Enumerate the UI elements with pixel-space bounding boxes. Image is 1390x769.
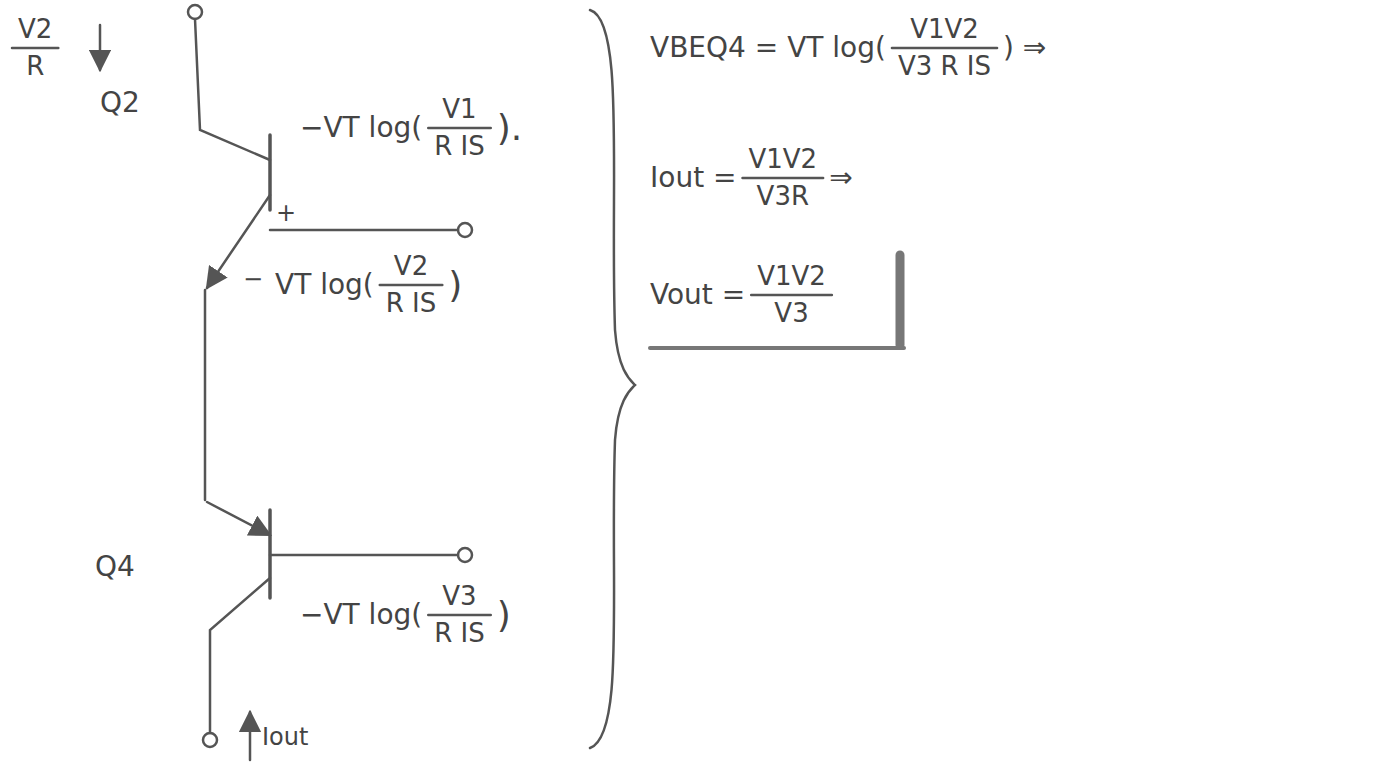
fraction-bar	[12, 47, 58, 50]
fraction-numerator: V2	[394, 252, 428, 281]
fraction-denominator: V3 R IS	[898, 52, 991, 81]
fraction-denominator: R IS	[386, 289, 437, 318]
emitter-arrow	[207, 502, 270, 535]
expr-text: ⇒	[829, 163, 852, 194]
fraction-denominator: R	[26, 52, 44, 81]
terminal	[203, 733, 217, 747]
fraction-numerator: V1V2	[757, 262, 826, 291]
brace	[590, 10, 635, 748]
polarity-sign: −	[243, 266, 263, 292]
fraction-bar	[892, 47, 997, 50]
expr-text: ).	[497, 108, 523, 148]
fraction-bar	[751, 294, 832, 297]
transistor-label: Q2	[100, 88, 140, 119]
base-lead	[270, 229, 458, 232]
fraction-bar	[380, 284, 443, 287]
expr-text: −VT log(	[300, 600, 422, 631]
fraction-numerator: V1	[442, 95, 476, 124]
terminal	[188, 5, 202, 19]
expr-text: Iout =	[650, 163, 736, 194]
collector-wire	[210, 578, 270, 733]
expr-text: VBEQ4 = VT log(	[650, 33, 886, 64]
result-mark	[650, 346, 904, 350]
expr-text: ) ⇒	[1003, 33, 1046, 64]
fraction-denominator: R IS	[434, 132, 485, 161]
transistor-label: Q4	[95, 552, 135, 583]
result-mark	[896, 255, 905, 345]
wire	[204, 290, 207, 500]
expr-text: Vout =	[650, 280, 745, 311]
terminal	[458, 223, 472, 237]
expr-text: VT log(	[275, 270, 374, 301]
expr-text: )	[497, 595, 511, 635]
expr-text: −VT log(	[300, 113, 422, 144]
fraction-denominator: V3R	[757, 182, 809, 211]
fraction-denominator: R IS	[434, 619, 485, 648]
current-arrow	[249, 712, 252, 760]
fraction-numerator: V1V2	[748, 145, 817, 174]
polarity-sign: +	[276, 200, 296, 226]
base-lead	[270, 554, 458, 557]
terminal	[458, 548, 472, 562]
fraction-bar	[742, 177, 823, 180]
current-arrow	[99, 25, 102, 70]
fraction-bar	[428, 127, 491, 130]
fraction-numerator: V2	[18, 15, 52, 44]
current-label: Iout	[262, 724, 308, 750]
fraction-numerator: V1V2	[910, 15, 979, 44]
collector-wire	[195, 19, 270, 160]
expr-text: )	[448, 265, 462, 305]
fraction-denominator: V3	[774, 299, 808, 328]
fraction-bar	[428, 614, 491, 617]
fraction-numerator: V3	[442, 582, 476, 611]
